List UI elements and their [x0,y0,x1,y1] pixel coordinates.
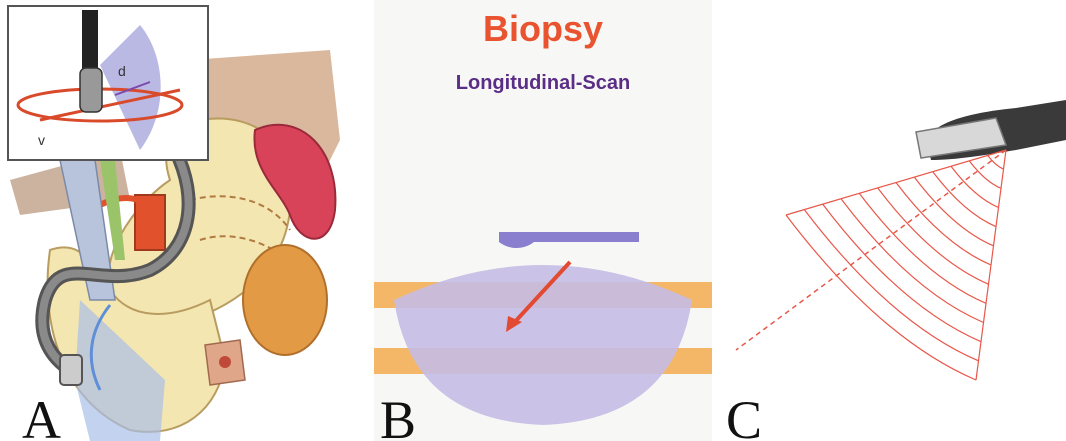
panel-a-letter: A [22,393,61,441]
panel-c: C [716,0,1066,441]
panel-b-title: Biopsy [374,8,712,50]
kidney-shape [243,245,327,355]
panel-a: d v A [0,0,362,441]
panel-b-letter: B [380,393,416,441]
panel-c-background [716,55,1066,385]
panel-c-letter: C [726,393,762,441]
inset-label-d: d [118,63,126,79]
endoscope-tip [60,355,82,385]
panel-b: Biopsy Longitudinal-Scan B [374,0,712,441]
panel-b-subtitle: Longitudinal-Scan [374,72,712,95]
inset-label-v: v [38,132,45,148]
panel-b-illustration [374,0,712,441]
panel-c-illustration [716,0,1066,441]
intestine-lumen [219,356,231,368]
inset-endoscope-tip [80,68,102,112]
panel-a-illustration: d v [0,0,362,441]
inset-endoscope-shaft [82,10,98,70]
